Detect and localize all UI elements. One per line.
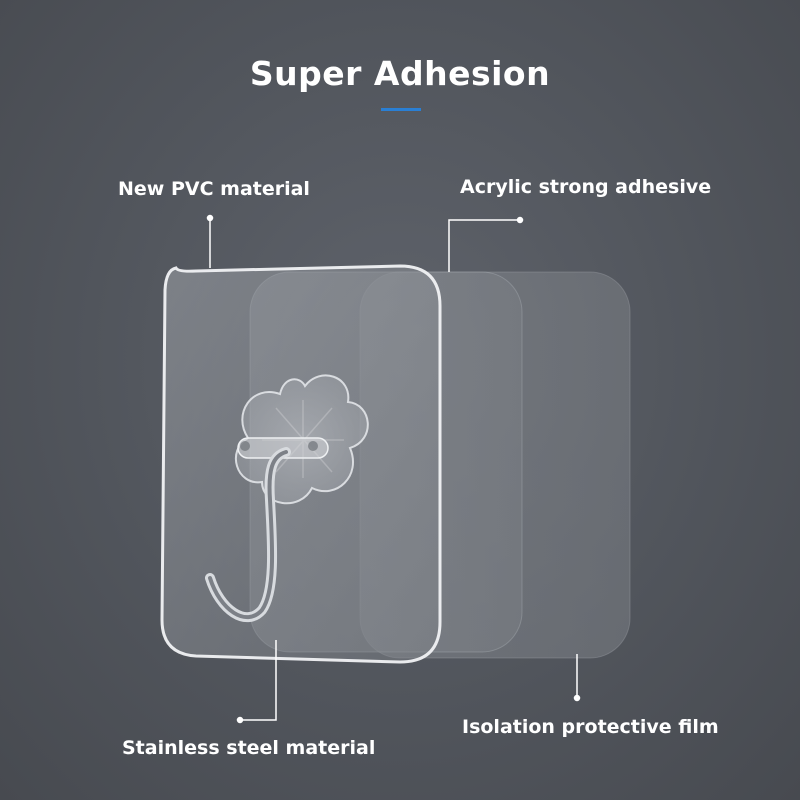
callout-lines	[206, 214, 581, 724]
label-acrylic-adhesive: Acrylic strong adhesive	[460, 176, 712, 198]
label-pvc-material: New PVC material	[118, 178, 310, 200]
callout-steel	[240, 640, 277, 721]
title-underline	[381, 108, 421, 111]
callout-acrylic	[448, 219, 520, 272]
label-isolation-film: Isolation protective film	[462, 716, 719, 738]
label-stainless-steel: Stainless steel material	[122, 737, 376, 759]
page-title: Super Adhesion	[249, 54, 551, 93]
